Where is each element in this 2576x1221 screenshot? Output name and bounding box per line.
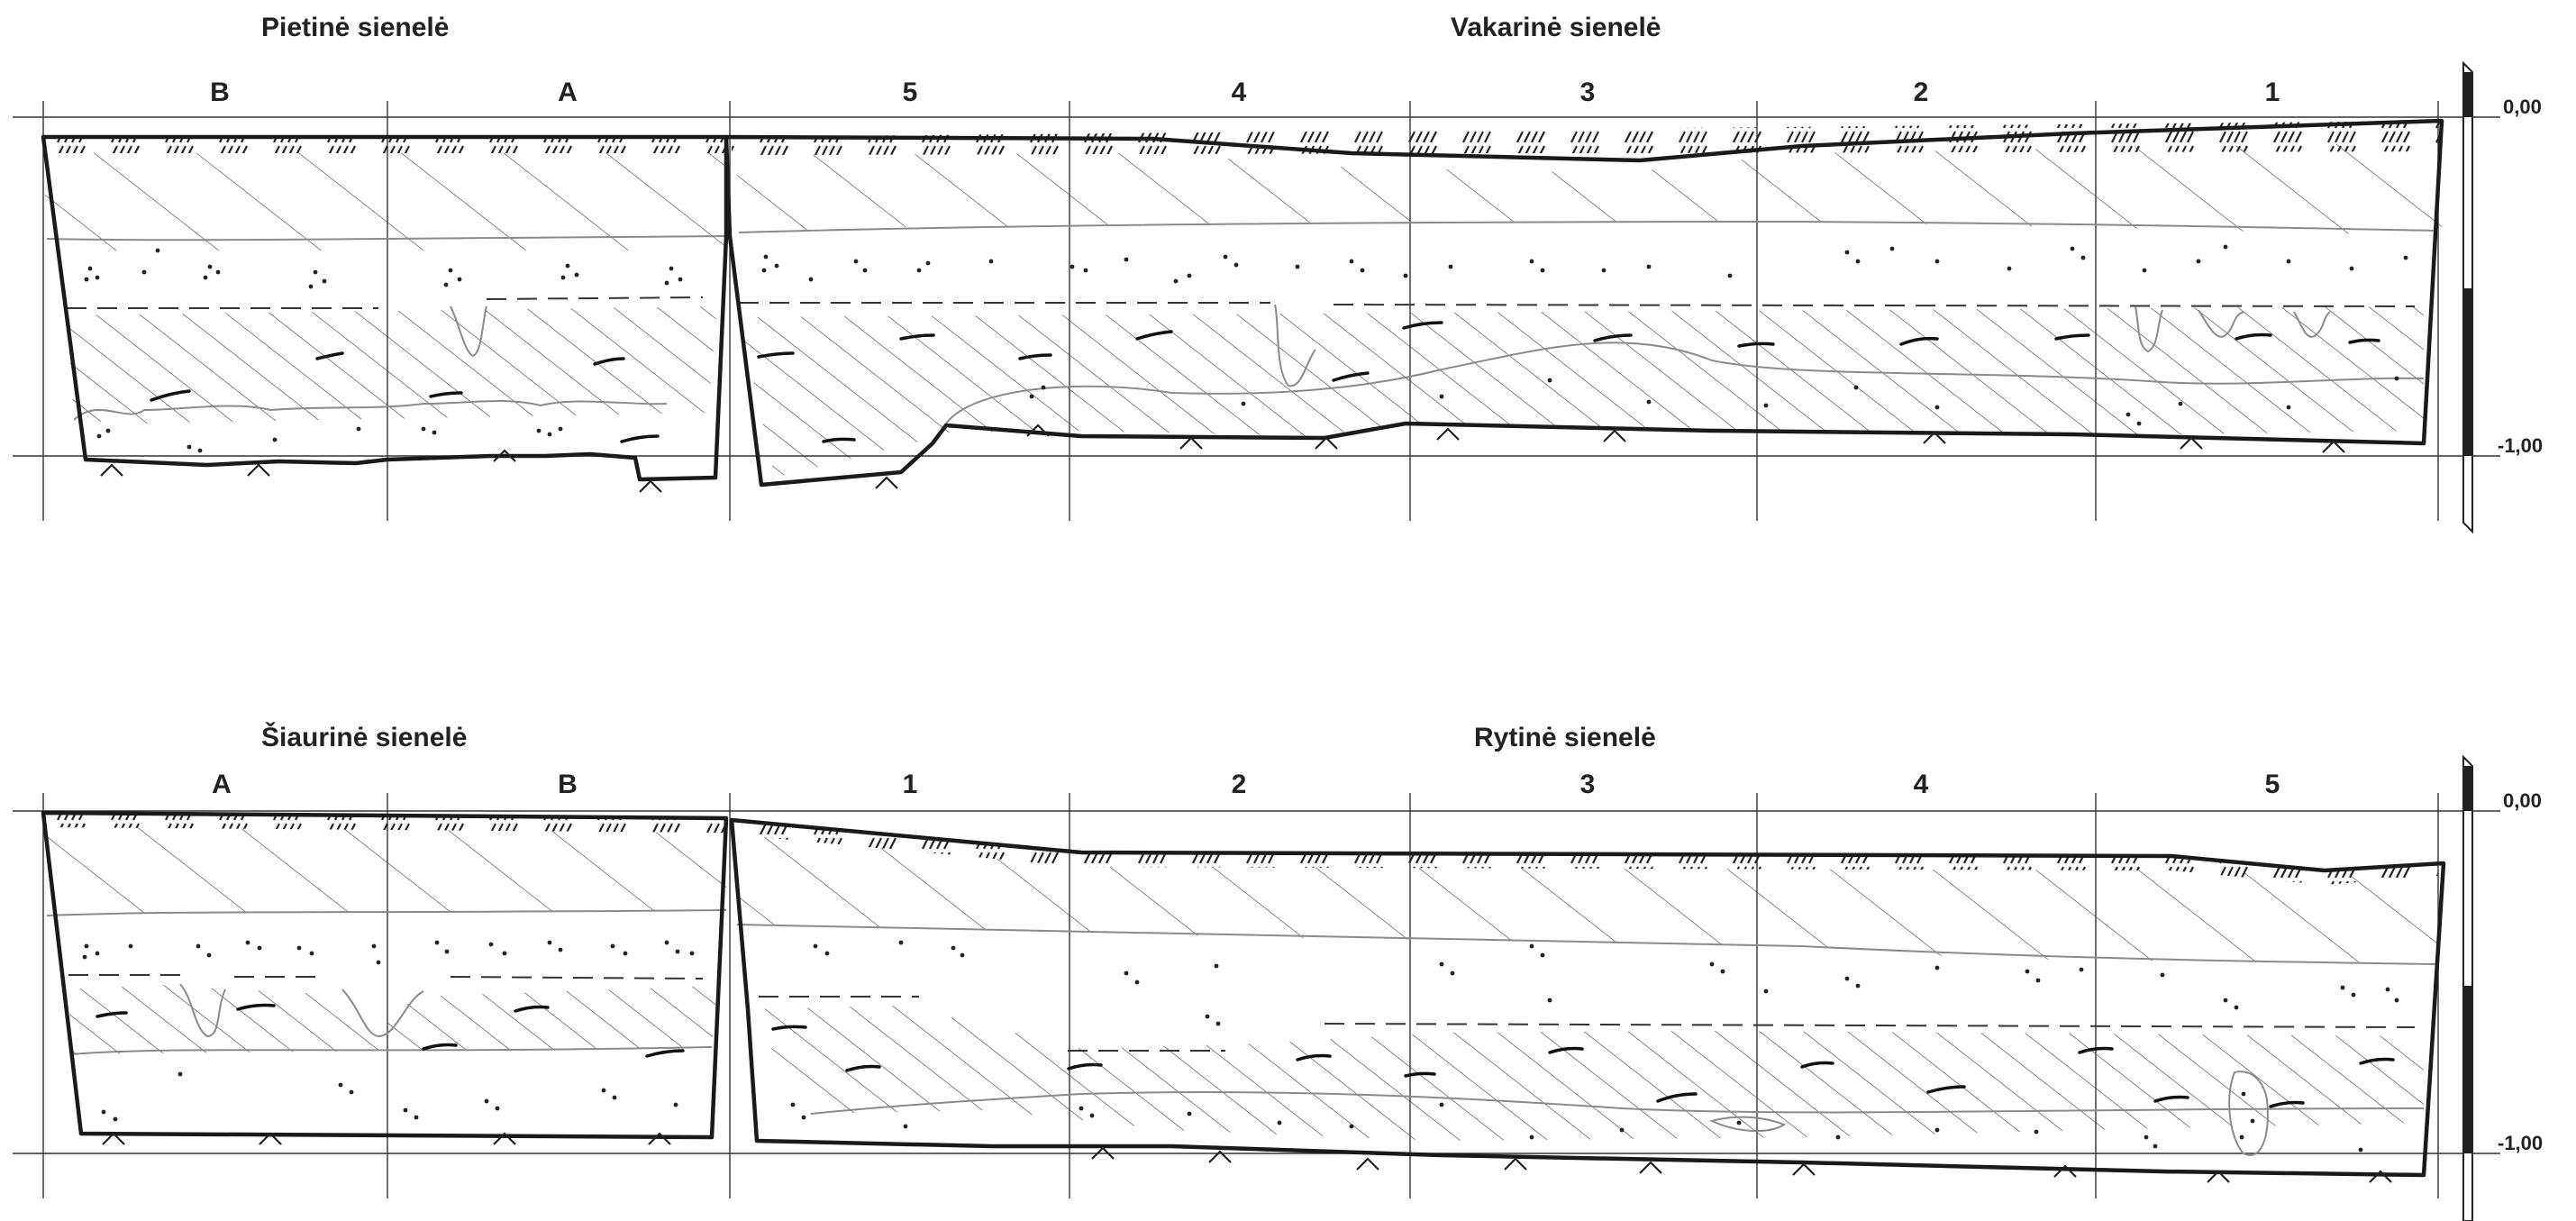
scale-zero-label: 0,00 (2503, 789, 2542, 812)
loam-layer (748, 1006, 2424, 1141)
lower-column-label: 4 (1914, 770, 1929, 799)
charcoal-lenses (150, 351, 660, 443)
sand-dots (84, 248, 683, 453)
humus-layer (737, 142, 2442, 236)
scale-zero-label: 0,00 (2503, 96, 2542, 118)
upper-depth-scale: 0,00 -1,00 (2462, 60, 2543, 534)
charcoal-lenses (771, 1025, 2395, 1108)
lower-column-label: 2 (1232, 770, 1247, 799)
loam-layer (739, 306, 2424, 478)
lower-left-section (41, 810, 729, 1145)
lower-right-wall-title: Rytinė sienelė (1474, 723, 1656, 752)
lower-left-wall-title: Šiaurinė sienelė (261, 722, 467, 752)
upper-right-trench-outline (724, 118, 2444, 487)
lower-column-label: 5 (2265, 770, 2280, 799)
upper-left-section (41, 134, 729, 493)
sand-dots (761, 244, 2408, 426)
upper-right-wall-title: Vakarinė sienelė (1451, 13, 1661, 42)
lower-right-trench-outline (729, 817, 2446, 1178)
upper-column-label: 1 (2265, 77, 2280, 107)
upper-column-label: 2 (1914, 77, 1929, 107)
lower-column-label: 1 (903, 770, 918, 799)
charcoal-lenses (96, 1003, 685, 1058)
upper-column-label: 4 (1232, 77, 1247, 107)
upper-column-label: 3 (1580, 77, 1596, 107)
sand-dots (82, 940, 695, 1122)
upper-column-label: 5 (903, 77, 918, 107)
upper-right-section (724, 118, 2444, 489)
loam-layer (67, 306, 717, 424)
turf-layer (43, 137, 726, 153)
lower-left-trench-outline (41, 810, 729, 1140)
lower-column-label: 3 (1580, 770, 1596, 799)
sand-dots (790, 940, 2399, 1153)
upper-left-wall-title: Pietinė sienelė (261, 13, 449, 42)
turf-layer (732, 820, 2438, 885)
loam-layer (68, 984, 717, 1054)
upper-left-trench-outline (41, 134, 729, 482)
upper-column-label: B (210, 77, 230, 107)
upper-column-label: A (558, 77, 578, 107)
bottom-markers (1091, 1146, 2392, 1183)
lower-right-section (729, 817, 2446, 1183)
charcoal-lenses (757, 321, 2380, 443)
scale-minus-one-label: -1,00 (2498, 434, 2543, 457)
lower-depth-scale: 0,00 -1,00 (2462, 754, 2543, 1221)
humus-layer (47, 827, 726, 914)
bottom-markers (875, 424, 2345, 489)
scale-minus-one-label: -1,00 (2498, 1132, 2543, 1154)
upper-profile: Pietinė sienelė Vakarinė sienelė B A 5 4… (13, 13, 2543, 534)
bottom-markers (100, 449, 662, 493)
bottom-markers (102, 1132, 671, 1145)
lower-profile: Šiaurinė sienelė Rytinė sienelė A B 1 2 … (13, 722, 2543, 1221)
turf-layer (732, 121, 2442, 155)
lower-column-label: A (212, 770, 232, 799)
humus-layer (45, 153, 726, 251)
humus-layer (737, 834, 2438, 964)
lower-column-label: B (558, 770, 578, 799)
